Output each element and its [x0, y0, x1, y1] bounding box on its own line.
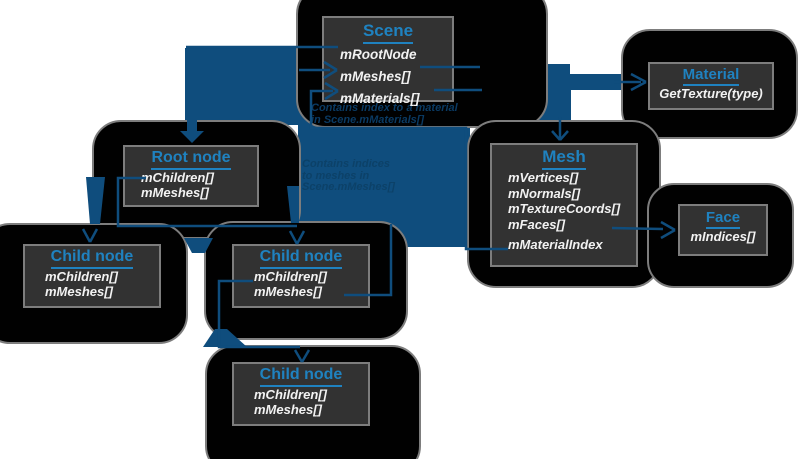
node-member: mMeshes[]: [340, 69, 411, 84]
node-title: Mesh: [492, 147, 636, 170]
node-title: Material: [650, 66, 772, 86]
node-child-middle: Child node mChildren[] mMeshes[]: [232, 244, 370, 308]
node-title: Root node: [125, 149, 257, 170]
note-line: Contains indices: [302, 158, 391, 170]
root-arrow-stub: [180, 118, 204, 143]
node-member: mMeshes[]: [254, 284, 322, 299]
node-title: Child node: [25, 248, 159, 269]
node-scene: Scene mRootNode mMeshes[] mMaterials[]: [322, 16, 454, 106]
node-member: mIndices[]: [690, 229, 756, 244]
node-title: Child node: [234, 248, 368, 269]
node-member: GetTexture(type): [659, 86, 763, 101]
node-member: mChildren[]: [141, 170, 214, 185]
node-member: mChildren[]: [254, 269, 327, 284]
node-member: mFaces[]: [508, 216, 566, 232]
node-member: mChildren[]: [254, 387, 327, 402]
node-material: Material GetTexture(type): [648, 62, 774, 110]
node-child-left: Child node mChildren[] mMeshes[]: [23, 244, 161, 308]
node-member: mChildren[]: [45, 269, 118, 284]
node-title: Child node: [234, 366, 368, 387]
note-line: Scene.mMeshes[]: [302, 181, 395, 193]
node-face: Face mIndices[]: [678, 204, 768, 256]
node-title: Face: [680, 209, 766, 229]
node-child-bottom: Child node mChildren[] mMeshes[]: [232, 362, 370, 426]
node-member: mMaterials[]: [340, 91, 420, 106]
mesh-index-note: Contains indices to meshes in Scene.mMes…: [302, 158, 395, 194]
node-member: mMeshes[]: [141, 185, 209, 200]
node-mesh: Mesh mVertices[] mNormals[] mTextureCoor…: [490, 143, 638, 267]
left-child-arrow-stub: [86, 177, 105, 224]
node-member: mMaterialIndex: [508, 237, 603, 252]
node-title: Scene: [324, 21, 452, 44]
node-member: mVertices[]: [508, 170, 579, 185]
node-member: mTextureCoords[]: [508, 201, 621, 216]
gap-funnel: [184, 238, 213, 253]
node-root: Root node mChildren[] mMeshes[]: [123, 145, 259, 207]
node-member: mMeshes[]: [254, 402, 322, 417]
node-member: mNormals[]: [508, 185, 581, 201]
note-line: in Scene.mMaterials[]: [311, 113, 425, 126]
node-member: mRootNode: [340, 47, 417, 62]
node-member: mMeshes[]: [45, 284, 113, 299]
